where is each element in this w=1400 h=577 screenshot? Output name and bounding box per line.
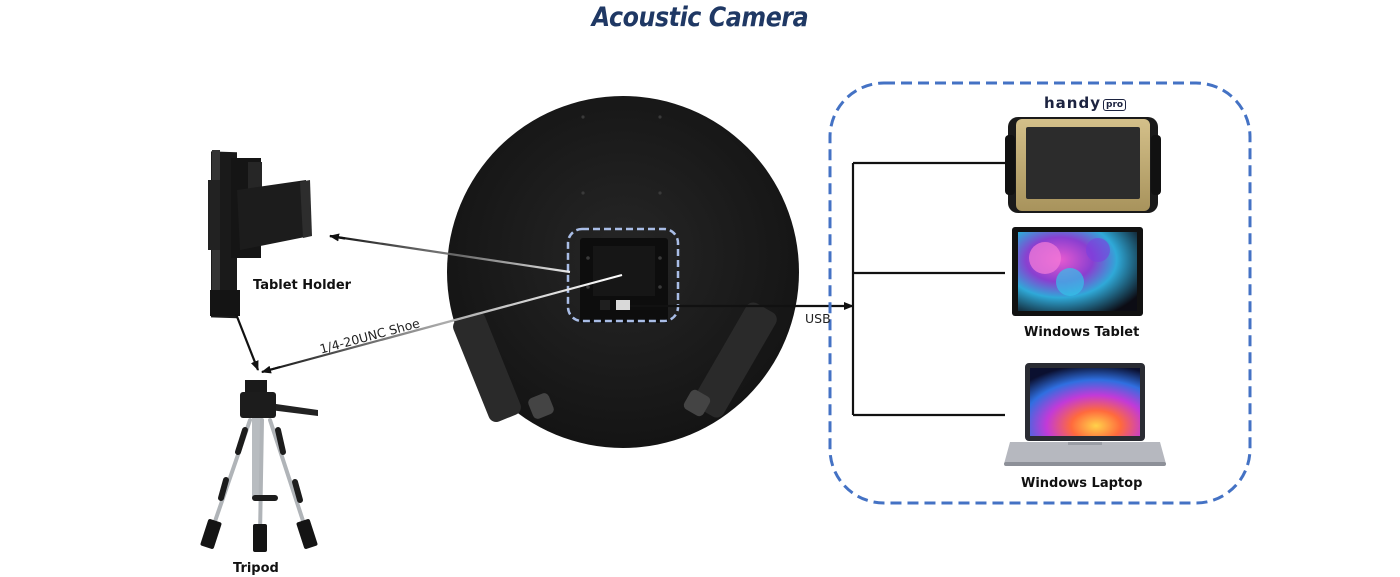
device-bracket-lines <box>851 161 1005 417</box>
windows-tablet-image <box>1012 227 1143 316</box>
devices-dashed-box <box>828 81 1252 505</box>
arrow-camera-to-holder <box>329 234 571 274</box>
pro-badge: pro <box>1103 99 1127 111</box>
handy-pro-tablet-image <box>1005 117 1161 213</box>
windows-laptop-image <box>1004 363 1166 466</box>
acoustic-camera <box>447 96 799 448</box>
arrows <box>234 233 854 374</box>
windows-tablet-label: Windows Tablet <box>1024 325 1140 340</box>
center-module <box>580 238 668 323</box>
usb-label: USB <box>805 311 831 326</box>
center-highlight-box <box>566 227 680 323</box>
diagram-title: Acoustic Camera <box>591 2 809 33</box>
handy-brand-text: handy <box>1044 94 1101 112</box>
arrow-holder-to-tripod <box>234 313 260 371</box>
camera-mounting-holes <box>581 115 662 195</box>
tripod-label: Tripod <box>233 561 279 576</box>
right-mic-arm <box>683 302 777 418</box>
usb-port <box>616 300 630 310</box>
tablet-holder-label: Tablet Holder <box>253 278 352 293</box>
tablet-holder-image <box>208 150 312 319</box>
left-mic-arm <box>453 312 554 422</box>
arrow-camera-to-tripod <box>261 273 623 374</box>
windows-laptop-label: Windows Laptop <box>1021 476 1143 491</box>
tripod-image <box>200 380 318 552</box>
